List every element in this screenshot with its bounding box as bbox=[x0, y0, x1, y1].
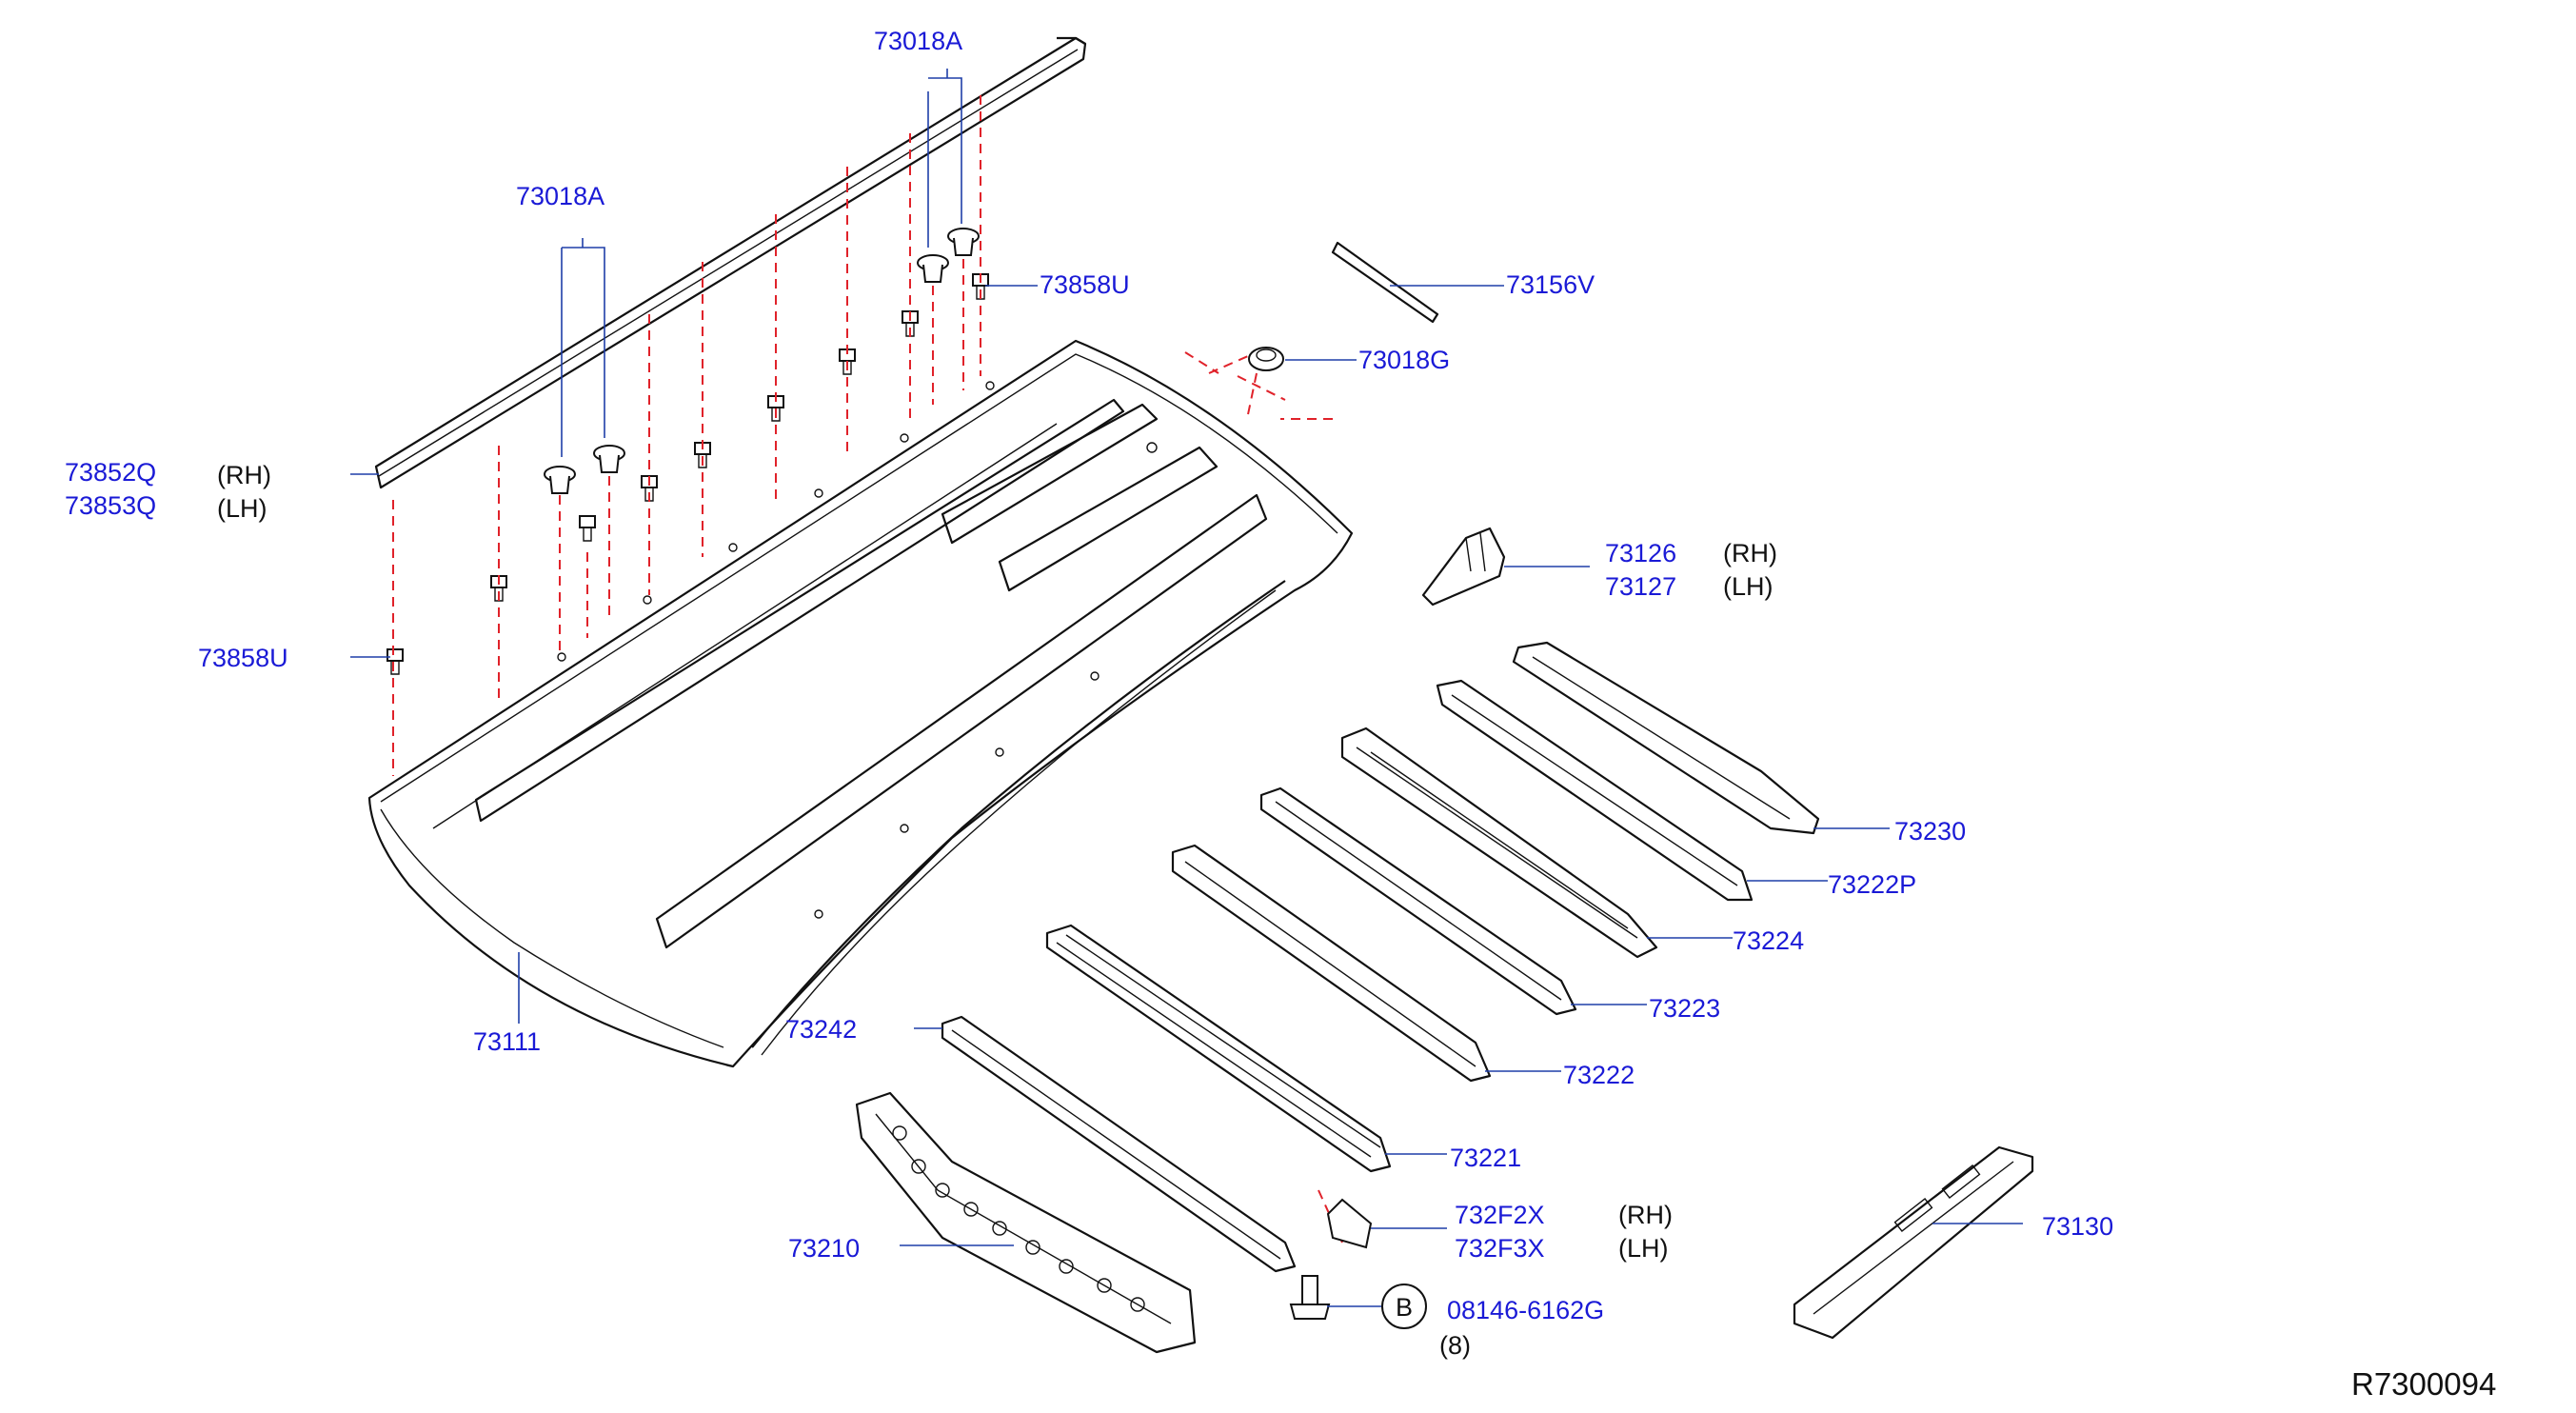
label-73222P: 73222P bbox=[1828, 870, 1916, 899]
label-73222: 73222 bbox=[1563, 1061, 1635, 1089]
roof-moulding-73852Q bbox=[374, 36, 1087, 489]
roof-bow-73222P bbox=[1436, 679, 1754, 902]
qualifier-lh-73127: (LH) bbox=[1723, 572, 1773, 601]
roof-bow-73230 bbox=[1512, 641, 1820, 835]
badge-circle bbox=[1381, 1284, 1427, 1329]
qualifier-lh-732F3X: (LH) bbox=[1618, 1234, 1669, 1263]
qualifier-rh-73126: (RH) bbox=[1723, 539, 1777, 567]
label-73018A-left: 73018A bbox=[516, 182, 604, 210]
grommet-73018G bbox=[1248, 347, 1284, 371]
label-73018A-top: 73018A bbox=[874, 27, 962, 55]
roof-bow-73221 bbox=[1045, 924, 1392, 1173]
roof-panel-73111 bbox=[367, 339, 1354, 1068]
leader-lines bbox=[350, 69, 2023, 1307]
label-73221: 73221 bbox=[1450, 1144, 1521, 1172]
front-header-73210 bbox=[855, 1091, 1197, 1354]
label-732F3X: 732F3X bbox=[1455, 1234, 1545, 1263]
roof-bow-73242 bbox=[941, 1015, 1297, 1273]
label-73127: 73127 bbox=[1605, 572, 1676, 601]
qualifier-quantity: (8) bbox=[1439, 1331, 1471, 1360]
label-73018G: 73018G bbox=[1358, 346, 1450, 374]
roof-bow-73224 bbox=[1340, 726, 1658, 959]
bolts-73858U bbox=[386, 273, 989, 675]
qualifier-rh-732F2X: (RH) bbox=[1618, 1201, 1673, 1229]
label-73230: 73230 bbox=[1894, 817, 1966, 846]
reinforcement-73130 bbox=[1793, 1145, 2034, 1340]
label-73858U-right: 73858U bbox=[1040, 270, 1130, 299]
qualifier-lh-73853Q: (LH) bbox=[217, 494, 268, 523]
qualifier-rh-73852Q: (RH) bbox=[217, 461, 271, 489]
diagram-reference: R7300094 bbox=[2351, 1366, 2496, 1402]
bolt-08146-6162G bbox=[1289, 1275, 1331, 1320]
label-08146-6162G: 08146-6162G bbox=[1447, 1296, 1604, 1324]
label-73858U-left: 73858U bbox=[198, 644, 288, 672]
clips-73018A bbox=[544, 228, 980, 494]
badge-letter: B bbox=[1396, 1293, 1413, 1322]
label-732F2X: 732F2X bbox=[1455, 1201, 1545, 1229]
label-73224: 73224 bbox=[1733, 926, 1804, 955]
bracket-73126 bbox=[1421, 527, 1506, 607]
label-73853Q: 73853Q bbox=[65, 491, 156, 520]
label-73126: 73126 bbox=[1605, 539, 1676, 567]
label-73242: 73242 bbox=[785, 1015, 857, 1044]
part-73156V bbox=[1331, 241, 1439, 324]
roof-bow-73222 bbox=[1171, 844, 1492, 1083]
bracket-732F2X bbox=[1326, 1198, 1373, 1249]
alignment-lines bbox=[392, 95, 1343, 1244]
roof-bow-73223 bbox=[1259, 786, 1577, 1016]
label-73130: 73130 bbox=[2042, 1212, 2113, 1241]
label-73156V: 73156V bbox=[1506, 270, 1595, 299]
label-73223: 73223 bbox=[1649, 994, 1720, 1023]
label-73210: 73210 bbox=[788, 1234, 860, 1263]
label-73852Q: 73852Q bbox=[65, 458, 156, 487]
label-73111: 73111 bbox=[473, 1027, 541, 1056]
